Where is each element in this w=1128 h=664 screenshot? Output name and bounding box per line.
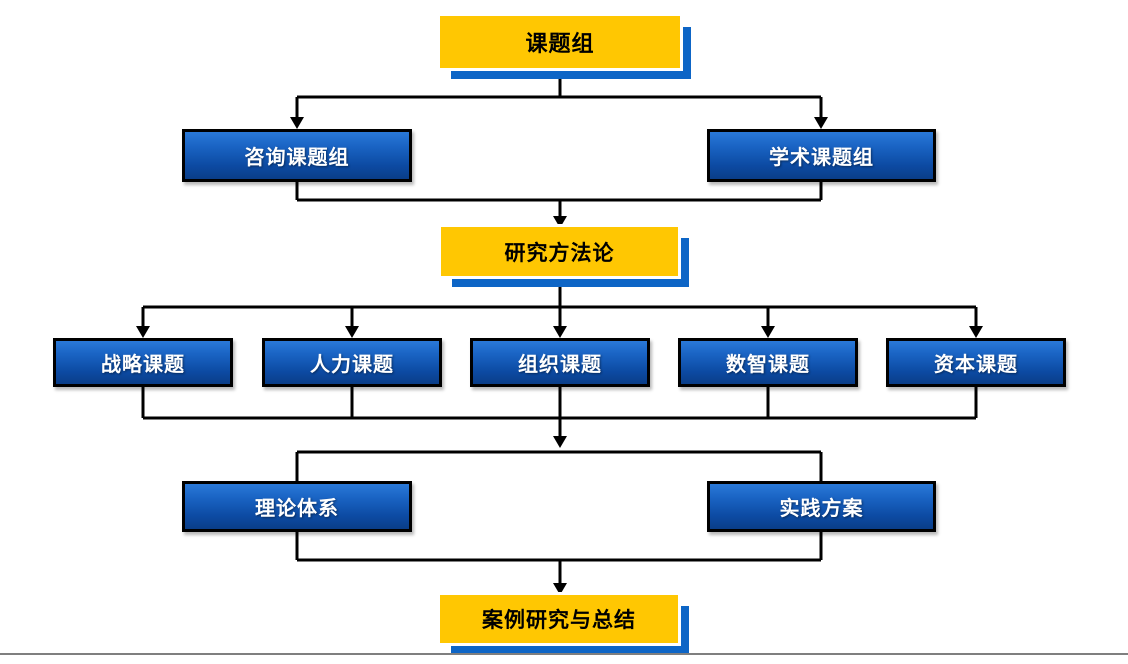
node-case-study-summary: 案例研究与总结 — [440, 595, 678, 643]
node-methodology: 研究方法论 — [441, 227, 678, 276]
node-academic-group: 学术课题组 — [707, 129, 936, 182]
slide-bottom-rule — [0, 653, 1128, 655]
node-strategy-topic: 战略课题 — [53, 338, 233, 387]
node-digital-topic: 数智课题 — [678, 338, 858, 387]
node-consulting-group: 咨询课题组 — [182, 129, 412, 182]
node-capital-topic: 资本课题 — [886, 338, 1066, 387]
node-organization-topic: 组织课题 — [470, 338, 650, 387]
node-research-group: 课题组 — [440, 16, 680, 68]
node-theory-system: 理论体系 — [182, 481, 412, 532]
arrowheads — [136, 117, 983, 595]
node-hr-topic: 人力课题 — [262, 338, 442, 387]
node-practice-plan: 实践方案 — [707, 481, 936, 532]
